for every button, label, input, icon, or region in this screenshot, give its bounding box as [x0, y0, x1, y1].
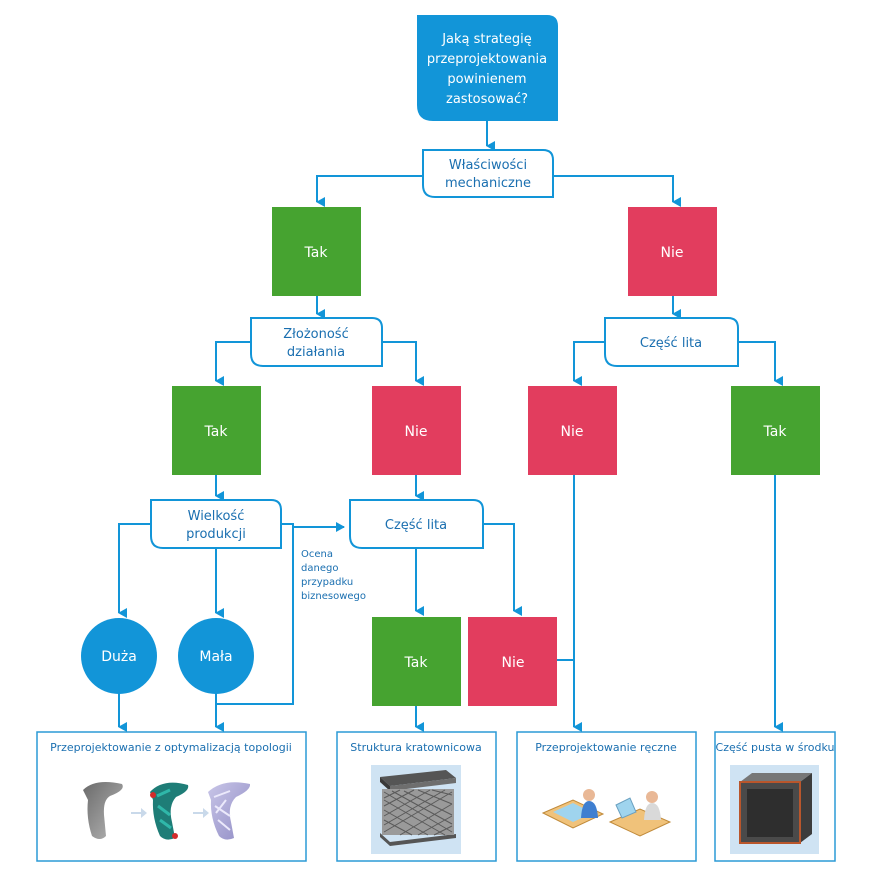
- lattice-cube-image: [371, 765, 461, 854]
- connector-complexity-yes: [215, 341, 251, 386]
- connector-business-case-to-solid: [292, 522, 345, 532]
- answer-large-label: Duża: [101, 649, 137, 665]
- answer-yes-label: Tak: [304, 245, 329, 261]
- connector-business-case: [216, 523, 294, 705]
- business-case-note: Ocena danego przypadku biznesowego: [301, 549, 366, 602]
- result-hollow-label: Część pusta w środku: [716, 741, 835, 754]
- answer-yes-complexity: Tak: [172, 386, 261, 475]
- decision-complexity-line-1: Złożoność: [283, 327, 348, 342]
- answer-no-solid-mid: Nie: [468, 617, 557, 706]
- result-manual-label: Przeprojektowanie ręczne: [535, 741, 677, 754]
- engineers-at-desks-image: [541, 789, 672, 837]
- connector-solid-right-no: [573, 341, 605, 386]
- answer-yes-label: Tak: [763, 424, 788, 440]
- answer-yes-label: Tak: [204, 424, 229, 440]
- decision-production-line-1: Wielkość: [188, 509, 245, 524]
- note-line-3: przypadku: [301, 577, 353, 588]
- answer-no-mechanical: Nie: [628, 207, 717, 296]
- note-line-2: danego: [301, 563, 338, 574]
- decision-complexity: Złożoność działania: [250, 317, 383, 367]
- connector-complexity-no: [382, 341, 424, 386]
- answer-no-solid-right: Nie: [528, 386, 617, 475]
- question-line-1: Jaką strategię: [441, 32, 532, 47]
- question-line-2: przeprojektowania: [427, 52, 547, 67]
- result-topology-label: Przeprojektowanie z optymalizacją topolo…: [50, 741, 292, 754]
- question-box: Jaką strategię przeprojektowania powinie…: [417, 15, 558, 121]
- decision-complexity-line-2: działania: [287, 345, 345, 360]
- result-topology: Przeprojektowanie z optymalizacją topolo…: [36, 731, 307, 862]
- answer-small-label: Mała: [199, 649, 232, 665]
- answer-no-label: Nie: [405, 424, 428, 440]
- decision-solid-right: Część lita: [604, 317, 739, 367]
- decision-mechanical-line-1: Właściwości: [449, 158, 527, 173]
- connector-solid-mid-no: [483, 523, 522, 616]
- connector-mechanical-no: [553, 175, 681, 207]
- result-manual: Przeprojektowanie ręczne: [516, 731, 697, 862]
- note-line-4: biznesowego: [301, 591, 366, 602]
- connector-solid-right-yes: [738, 341, 783, 386]
- connector-mechanical-yes: [316, 175, 423, 207]
- answer-yes-mechanical: Tak: [272, 207, 361, 296]
- answer-yes-solid-mid: Tak: [372, 617, 461, 706]
- decision-solid-mid-label: Część lita: [385, 518, 447, 533]
- answer-large: Duża: [81, 618, 157, 694]
- result-hollow: Część pusta w środku: [714, 731, 836, 862]
- result-lattice: Struktura kratownicowa: [336, 731, 497, 862]
- answer-yes-label: Tak: [404, 655, 429, 671]
- decision-solid-mid: Część lita: [349, 499, 484, 549]
- decision-mechanical: Właściwości mechaniczne: [422, 149, 554, 198]
- topology-optimization-parts-image: [83, 782, 251, 840]
- answer-no-complexity: Nie: [372, 386, 461, 475]
- decision-production-line-2: produkcji: [186, 527, 246, 542]
- connector-production-large: [118, 523, 151, 618]
- hollow-box-image: [730, 765, 819, 854]
- decision-solid-right-label: Część lita: [640, 336, 702, 351]
- question-line-4: zastosować?: [446, 92, 528, 107]
- decision-mechanical-line-2: mechaniczne: [445, 176, 531, 191]
- answer-no-label: Nie: [561, 424, 584, 440]
- answer-yes-solid-right: Tak: [731, 386, 820, 475]
- note-line-1: Ocena: [301, 549, 333, 560]
- question-line-3: powinienem: [447, 72, 526, 87]
- result-lattice-label: Struktura kratownicowa: [350, 741, 481, 754]
- connectors: [118, 121, 783, 732]
- decision-production: Wielkość produkcji: [150, 499, 282, 549]
- answer-no-label: Nie: [661, 245, 684, 261]
- answer-no-label: Nie: [502, 655, 525, 671]
- answer-small: Mała: [178, 618, 254, 694]
